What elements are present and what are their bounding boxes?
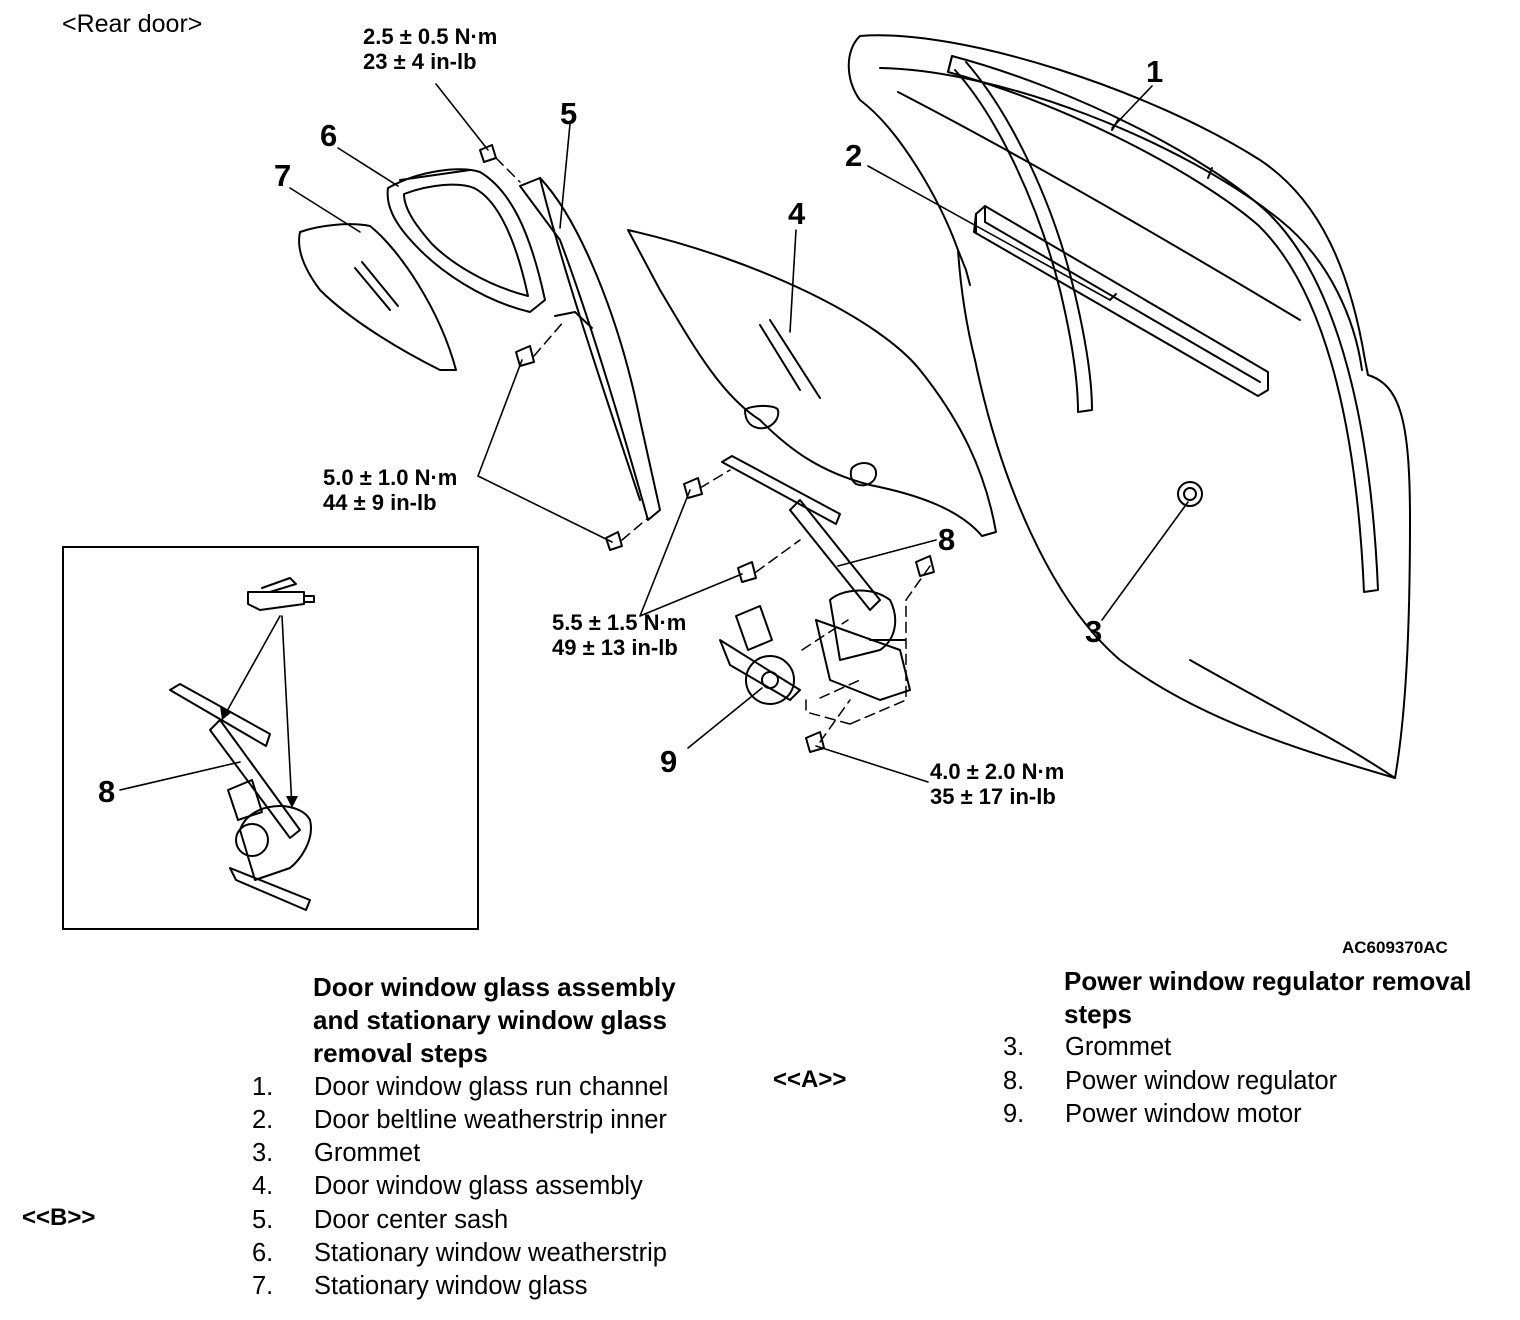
figure-id: AC609370AC (1342, 938, 1448, 957)
leader-lines (289, 83, 1189, 783)
view-label: <Rear door> (62, 10, 203, 38)
door-panel (847, 34, 1411, 779)
door-window-glass (627, 229, 997, 537)
inset-frame (62, 546, 479, 930)
beltline-weatherstrip (973, 205, 1269, 397)
marker-a: <<A>> (773, 1066, 847, 1093)
grommet (1177, 481, 1203, 507)
left-steps-title: Door window glass assembly and stationar… (313, 972, 676, 1068)
callout-8: 8 (938, 522, 956, 557)
stationary-weatherstrip (386, 168, 546, 313)
door-center-sash (519, 177, 661, 521)
callout-4: 4 (788, 196, 806, 231)
bolts (479, 144, 935, 753)
callout-3: 3 (1085, 614, 1103, 649)
callout-8-inset: 8 (98, 774, 116, 809)
callout-7: 7 (274, 158, 292, 193)
callout-1: 1 (1146, 54, 1164, 89)
inset-arrowheads (220, 706, 298, 808)
stationary-window-glass (298, 223, 457, 371)
inset-detail (169, 577, 315, 911)
power-window-regulator (721, 455, 911, 701)
inset-leader-lines (119, 615, 293, 809)
power-window-motor (719, 605, 801, 705)
callout-2: 2 (845, 138, 863, 173)
assembly-guides (495, 157, 931, 743)
callout-9: 9 (660, 744, 678, 779)
callout-6: 6 (320, 118, 338, 153)
right-steps-title: Power window regulator removal steps (1064, 966, 1472, 1029)
glass-run-channel (947, 55, 1379, 593)
marker-b: <<B>> (22, 1204, 96, 1231)
callout-5: 5 (560, 96, 578, 131)
grease-gun-icon (247, 591, 305, 611)
